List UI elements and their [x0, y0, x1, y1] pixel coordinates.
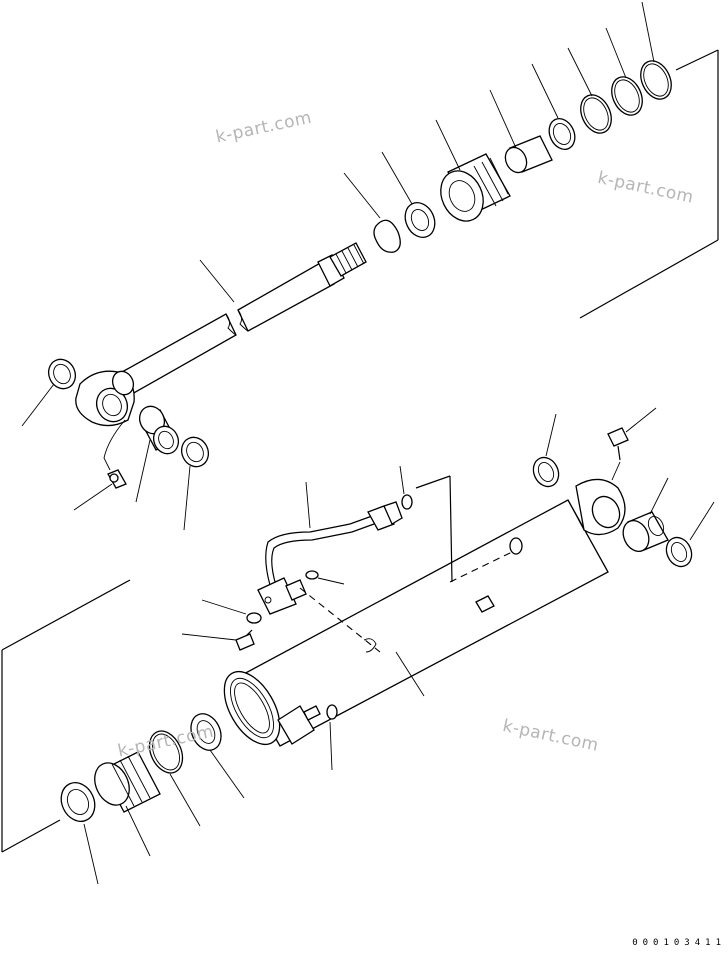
snap-ring — [373, 219, 401, 253]
lower-leader-lines — [83, 407, 715, 885]
grease-fitting-tube — [607, 427, 629, 461]
cylinder-head — [94, 751, 161, 813]
tube-bushing-top — [532, 456, 560, 488]
tube-fitting-leader — [611, 461, 621, 481]
tube-clamp — [509, 537, 523, 555]
bolt — [235, 629, 255, 651]
head-o-ring — [148, 730, 184, 774]
wear-ring — [548, 117, 576, 151]
lower-frame-lines — [1, 579, 131, 853]
rod-dust-seal — [180, 436, 210, 468]
piston-ring-3 — [640, 60, 672, 100]
piston-ring-1 — [580, 94, 612, 134]
head-seal — [60, 782, 96, 822]
document-number: 000103411 — [632, 938, 726, 948]
rod-bushing-left — [47, 358, 77, 390]
piston — [440, 153, 511, 222]
fitting-leader — [103, 419, 126, 471]
tube-bushing-right — [622, 511, 669, 553]
pipe-flange-o-ring — [305, 570, 319, 580]
piston-rod — [121, 242, 367, 395]
hydraulic-pipe — [257, 501, 403, 615]
rod-eye — [75, 370, 135, 427]
tube-dust-seal — [665, 536, 693, 568]
piston-nut — [404, 201, 436, 239]
piston-bushing — [504, 135, 553, 174]
cylinder-tube — [223, 478, 626, 747]
rod-bushing — [138, 405, 180, 455]
pipe-o-ring — [401, 494, 413, 510]
head-cushion-ring — [190, 713, 222, 751]
upper-frame-lines — [579, 49, 719, 319]
port-o-ring — [326, 704, 338, 720]
piston-ring-2 — [611, 76, 643, 116]
washer — [246, 612, 262, 624]
tube-port-head — [277, 705, 321, 745]
assembly-paths — [299, 475, 513, 653]
grease-fitting-rod — [107, 469, 127, 489]
upper-leader-lines — [21, 1, 655, 531]
